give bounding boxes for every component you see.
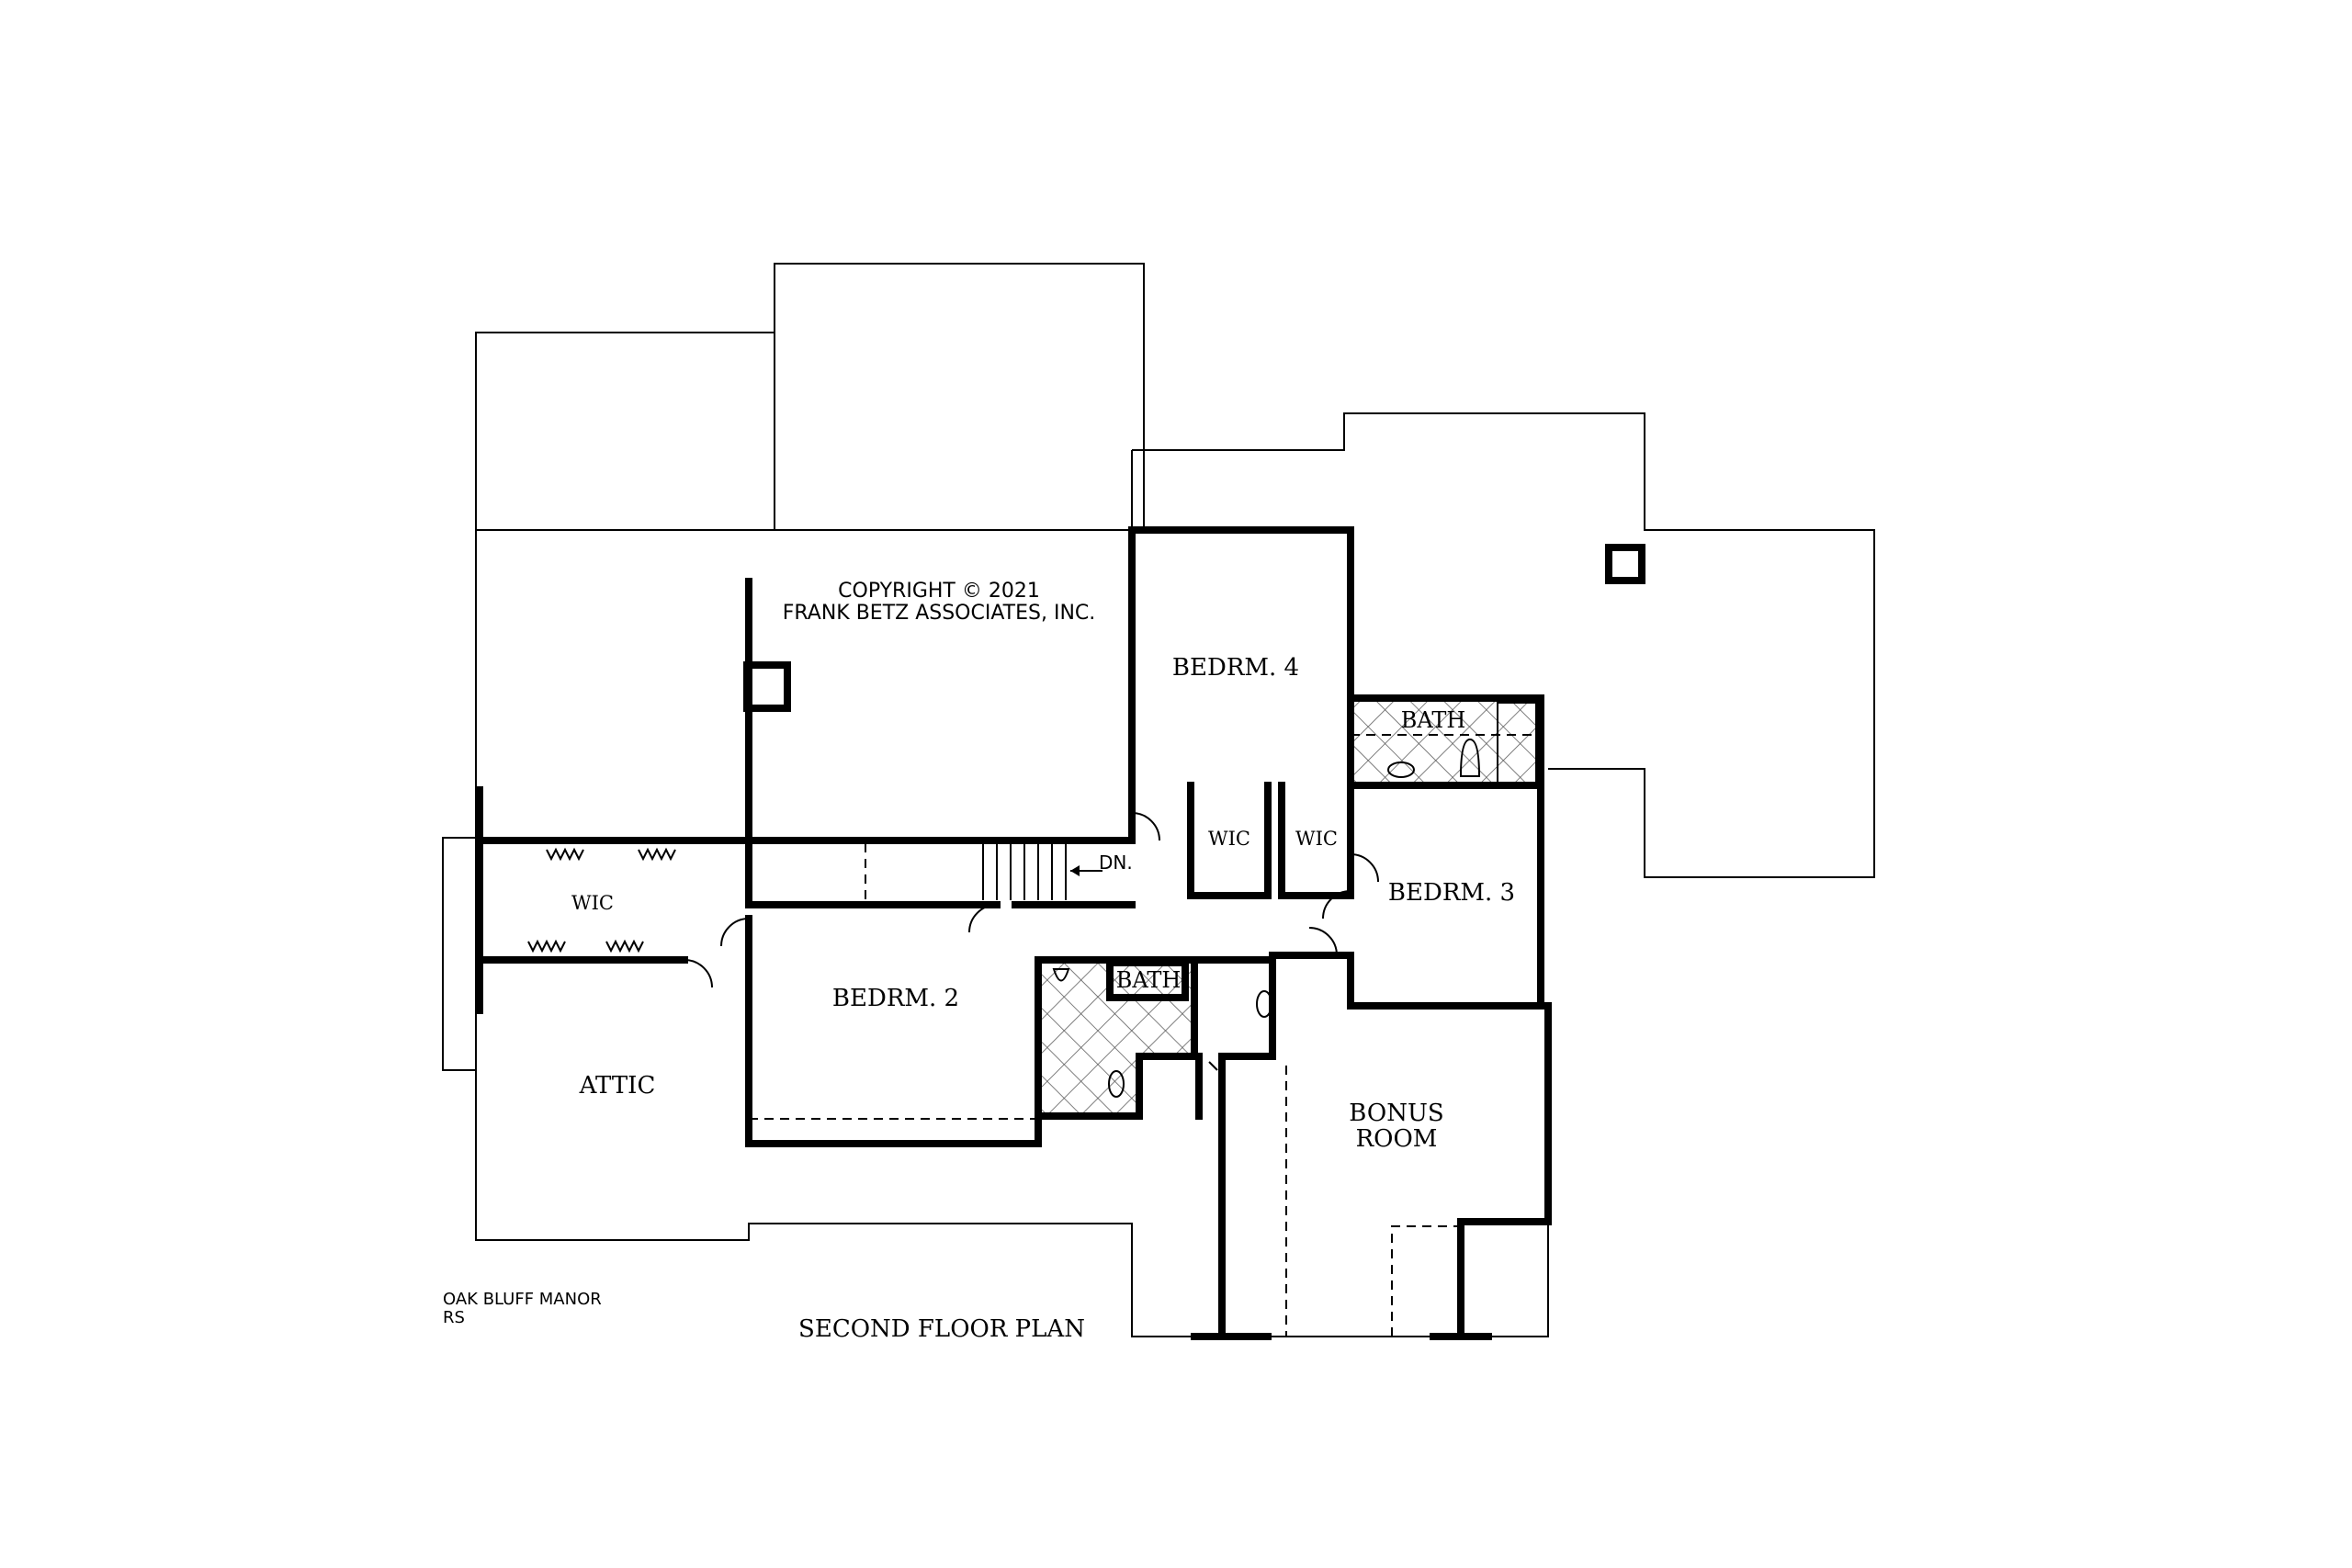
project-code: RS xyxy=(443,1308,465,1327)
chimney-chase xyxy=(743,661,791,712)
room-label-bedrm4: BEDRM. 4 xyxy=(1172,654,1299,682)
plan-title: SECOND FLOOR PLAN xyxy=(798,1315,1085,1343)
upper-bath-floor xyxy=(1350,697,1542,784)
room-label-wic-attic: WIC xyxy=(571,892,614,914)
fixtures xyxy=(1052,702,1537,1098)
upper-toilet xyxy=(1459,738,1481,777)
room-label-attic: ATTIC xyxy=(579,1072,656,1100)
upper-tub xyxy=(1497,702,1537,784)
room-label-bath-upper: BATH xyxy=(1401,707,1466,733)
lower-sink-left xyxy=(1108,1070,1125,1098)
dashed-lines xyxy=(749,734,1541,1337)
lower-sink-right xyxy=(1256,990,1272,1018)
room-label-bedrm2: BEDRM. 2 xyxy=(832,985,959,1012)
copyright-line-1: COPYRIGHT © 2021 xyxy=(838,580,1040,603)
room-label-wic-right: WIC xyxy=(1295,828,1338,850)
tub-box xyxy=(1106,959,1189,1001)
doors xyxy=(684,812,1379,988)
stair: DN. xyxy=(982,843,1133,900)
room-label-wic-left: WIC xyxy=(1208,828,1250,850)
upper-sink xyxy=(1387,761,1415,778)
copyright-line-2: FRANK BETZ ASSOCIATES, INC. xyxy=(783,602,1096,625)
stair-down-label: DN. xyxy=(1099,852,1133,874)
roof-outline xyxy=(442,263,1875,1337)
room-label-bonus-line2: ROOM xyxy=(1356,1125,1438,1153)
lower-toilet xyxy=(1052,968,1070,982)
roof-vent-box xyxy=(1605,544,1645,584)
room-label-bonus-line1: BONUS xyxy=(1349,1100,1443,1127)
project-name: OAK BLUFF MANOR xyxy=(443,1290,602,1309)
closet-hangers xyxy=(527,847,676,953)
room-label-bedrm3: BEDRM. 3 xyxy=(1388,879,1515,907)
interior-walls xyxy=(476,526,1645,1340)
room-label-bath-lower: BATH xyxy=(1116,967,1182,993)
